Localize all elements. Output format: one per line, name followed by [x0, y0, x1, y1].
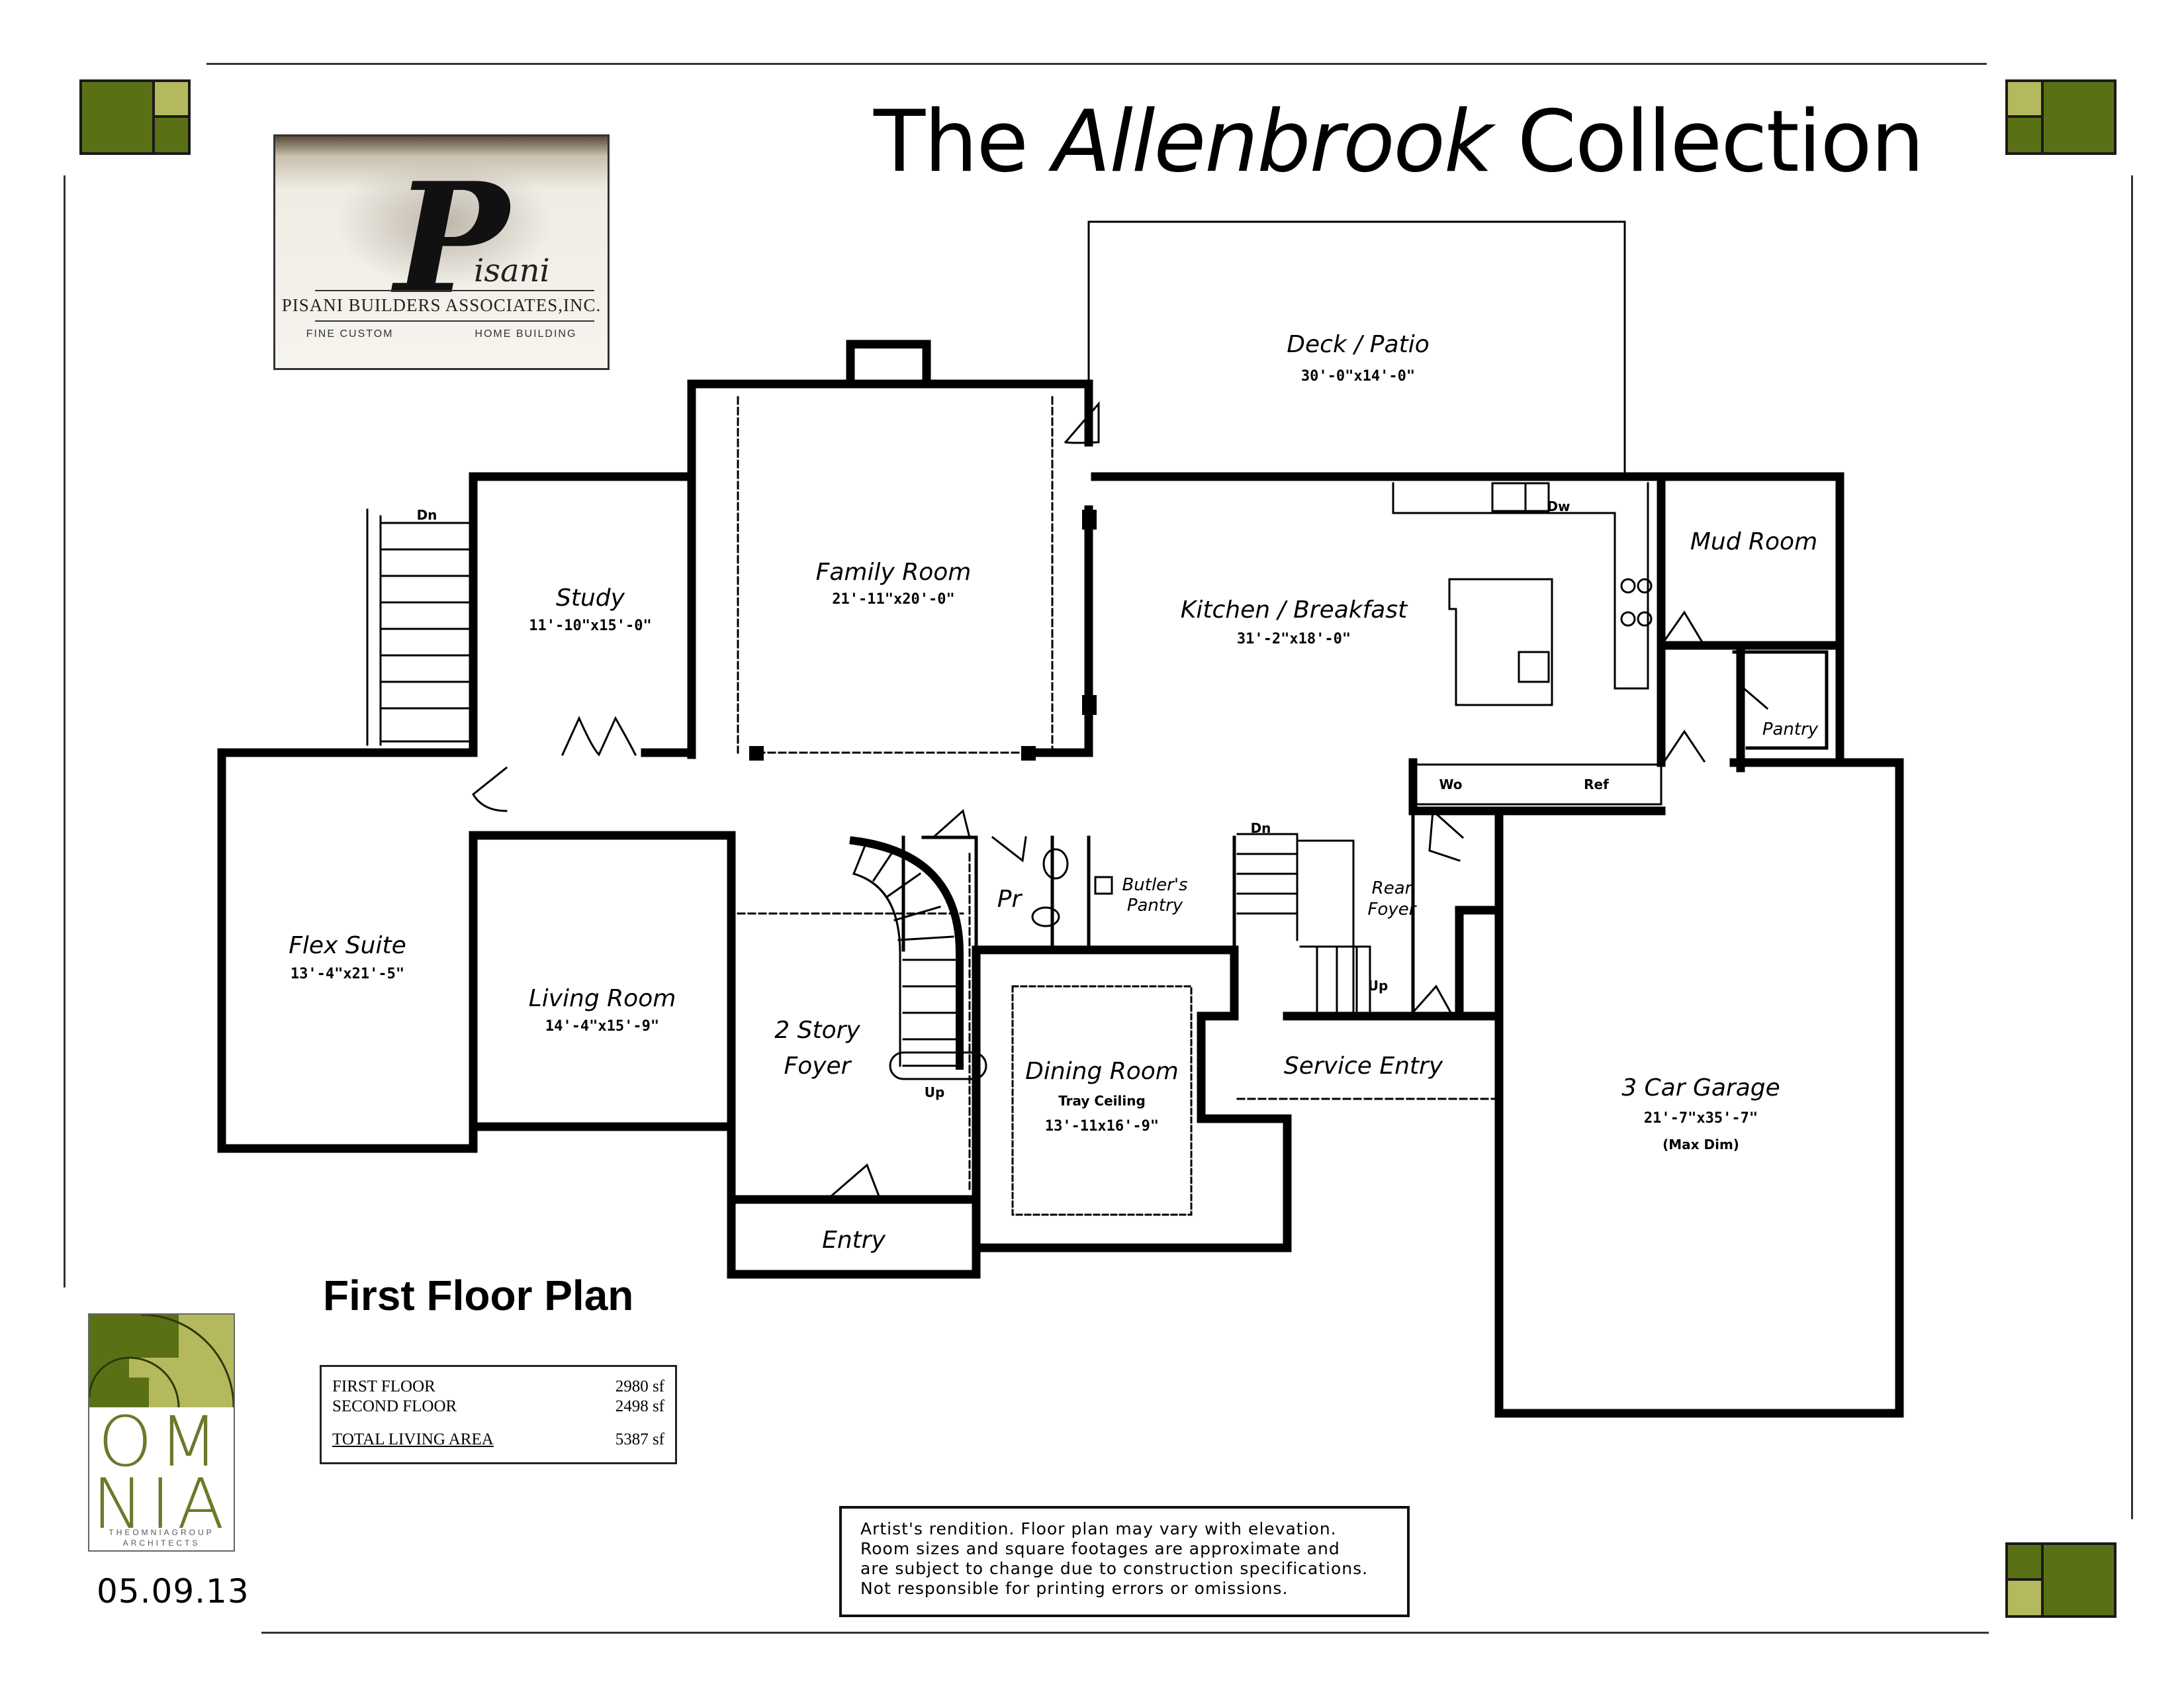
room-study-dims: 11'-10"x15'-0" [529, 618, 651, 634]
room-garage-dims: 21'-7"x35'-7" [1644, 1110, 1758, 1127]
room-dining-dims: 13'-11x16'-9" [1045, 1118, 1159, 1135]
room-flex-dims: 13'-4"x21'-5" [291, 966, 404, 982]
room-butler-line2: Pantry [1127, 896, 1183, 915]
logo-tagline-left: FINE CUSTOM [306, 328, 394, 340]
disclaimer-line-2: Room sizes and square footages are appro… [860, 1539, 1340, 1558]
room-pantry-name: Pantry [1762, 720, 1819, 739]
room-service-name: Service Entry [1284, 1053, 1443, 1080]
stair-main [849, 836, 987, 1080]
logo-company: PISANI BUILDERS ASSOCIATES,INC. [281, 295, 602, 315]
bottom-rule [261, 1632, 1989, 1634]
logo-tagline: FINE CUSTOM HOME BUILDING [275, 328, 608, 340]
room-dining-name: Dining Room [1025, 1058, 1179, 1085]
logo-tagline-right: HOME BUILDING [475, 328, 577, 340]
area-first-label: FIRST FLOOR [332, 1378, 435, 1395]
room-butler-line1: Butler's [1122, 875, 1187, 895]
plan-title: First Floor Plan [323, 1272, 634, 1319]
room-family-dims: 21'-11"x20'-0" [832, 591, 954, 608]
collection-title: The Allenbrook Collection [874, 93, 1925, 192]
room-deck-dims: 30'-0"x14'-0" [1301, 368, 1415, 385]
logo-rule-top [315, 290, 594, 291]
room-pr-name: Pr [997, 886, 1023, 913]
label-dn-rear: Dn [1251, 820, 1271, 836]
label-ref: Ref [1584, 776, 1609, 792]
area-row-total: TOTAL LIVING AREA 5387 sf [332, 1430, 664, 1450]
logo-script: isani [474, 252, 550, 289]
corner-ornament-top-left [79, 79, 191, 155]
golden-spiral-icon [89, 1315, 234, 1407]
room-flex-name: Flex Suite [289, 932, 406, 959]
title-pre: The [874, 93, 1028, 191]
door-swings [472, 400, 1769, 1201]
title-italic: Allenbrook [1052, 93, 1493, 191]
logo-swirl [335, 156, 553, 289]
kitchen-counters [1392, 482, 1662, 806]
disclaimer-line-4: Not responsible for printing errors or o… [860, 1579, 1289, 1598]
title-post: Collection [1517, 93, 1925, 191]
exterior-walls [217, 340, 1904, 1418]
tray-ceiling [1011, 985, 1193, 1216]
label-dn-left: Dn [417, 507, 437, 523]
architect-letters-top: OM [98, 1401, 225, 1482]
area-second-value: 2498 sf [615, 1397, 664, 1415]
architect-tag-2: ARCHITECTS [122, 1538, 201, 1548]
top-rule [206, 63, 1987, 65]
room-foyer-line2: Foyer [784, 1053, 852, 1080]
plan-date: 05.09.13 [97, 1572, 250, 1611]
room-deck-name: Deck / Patio [1287, 331, 1429, 358]
corner-ornament-bottom-right [2005, 1542, 2116, 1618]
area-table: FIRST FLOOR 2980 sf SECOND FLOOR 2498 sf… [320, 1365, 677, 1464]
room-living-name: Living Room [529, 985, 676, 1012]
room-kitchen-dims: 31'-2"x18'-0" [1237, 631, 1351, 647]
builder-logo: P isani PISANI BUILDERS ASSOCIATES,INC. … [273, 134, 610, 370]
deck-outline [1087, 220, 1626, 473]
area-total-value: 5387 sf [615, 1430, 664, 1448]
interior-walls [901, 650, 1829, 1018]
area-total-label: TOTAL LIVING AREA [332, 1430, 494, 1448]
room-kitchen-name: Kitchen / Breakfast [1181, 596, 1408, 624]
architect-letters-bottom: NIA [92, 1464, 231, 1544]
logo-rule-bottom [315, 320, 594, 322]
room-living-dims: 14'-4"x15'-9" [545, 1018, 659, 1035]
area-row-second: SECOND FLOOR 2498 sf [332, 1397, 664, 1417]
posts [749, 510, 1097, 761]
label-wo: Wo [1439, 776, 1462, 792]
label-up-rear: Up [1368, 978, 1388, 994]
left-rule [64, 175, 66, 1288]
room-garage-name: 3 Car Garage [1621, 1074, 1780, 1102]
room-study-name: Study [556, 585, 625, 612]
room-foyer-line1: 2 Story [774, 1017, 860, 1044]
label-dw: Dw [1547, 498, 1570, 514]
logo-p-mark: P [394, 150, 509, 328]
architect-tag-1: THEOMNIAGROUP [109, 1528, 214, 1537]
disclaimer-box: Artist's rendition. Floor plan may vary … [839, 1506, 1410, 1617]
area-second-label: SECOND FLOOR [332, 1397, 457, 1415]
room-rear-line1: Rear [1372, 878, 1414, 898]
stair-left [366, 508, 471, 746]
room-mud-name: Mud Room [1690, 528, 1817, 555]
right-rule [2131, 175, 2133, 1519]
room-dining-note: Tray Ceiling [1058, 1093, 1146, 1109]
room-rear-line2: Foyer [1368, 900, 1418, 919]
room-family-name: Family Room [816, 559, 972, 586]
corner-ornament-top-right [2005, 79, 2116, 155]
room-garage-note: (Max Dim) [1662, 1137, 1739, 1152]
area-first-value: 2980 sf [615, 1378, 664, 1395]
powder-fixtures [1031, 848, 1113, 927]
openings [737, 396, 1666, 1193]
architect-logo: OM NIA THEOMNIAGROUP ARCHITECTS [88, 1313, 235, 1552]
disclaimer-line-3: are subject to change due to constructio… [860, 1559, 1369, 1578]
label-up-main: Up [925, 1084, 945, 1100]
area-row-first: FIRST FLOOR 2980 sf [332, 1378, 664, 1397]
stair-rear [1236, 833, 1371, 1017]
disclaimer-line-1: Artist's rendition. Floor plan may vary … [860, 1519, 1337, 1538]
room-entry-name: Entry [822, 1227, 886, 1254]
